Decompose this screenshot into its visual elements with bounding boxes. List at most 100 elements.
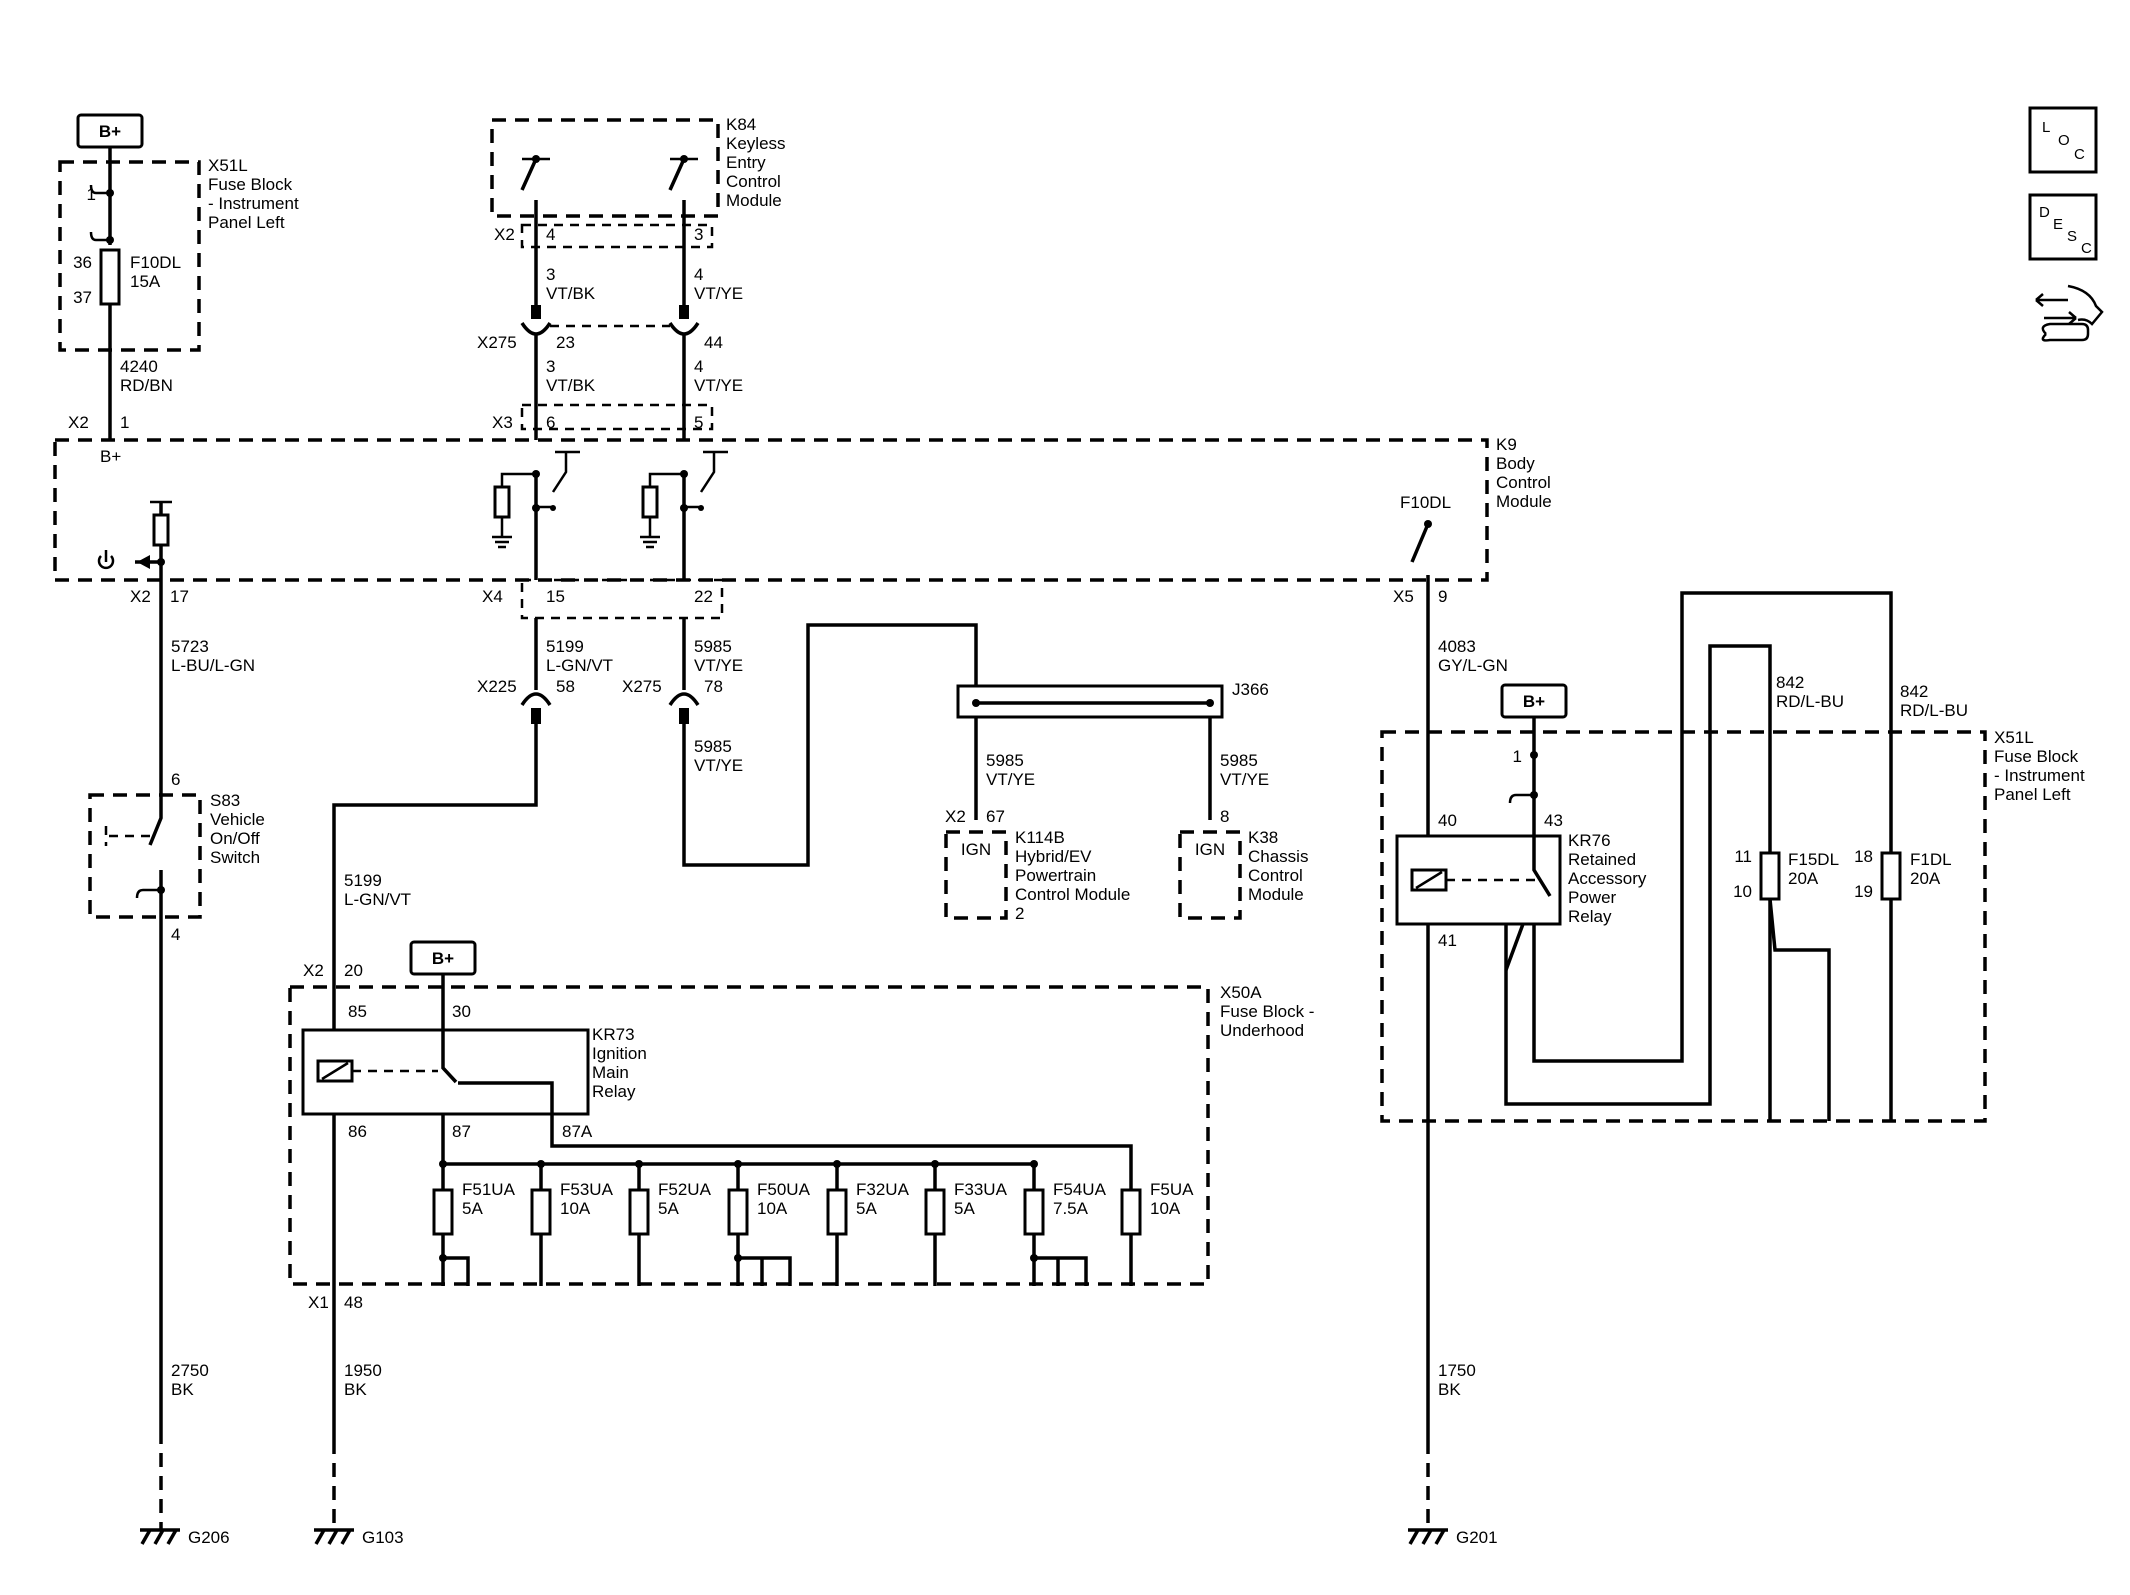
- loc-letter: C: [2074, 146, 2085, 163]
- component-desc: Fuse Block -: [1220, 1002, 1314, 1021]
- x50a-underhood-fuse-block: X2 20 B+ X50A Fuse Block - Underhood 85 …: [288, 940, 1314, 1530]
- splice-id: J366: [1232, 680, 1269, 699]
- pin-8: 8: [1220, 807, 1229, 826]
- wire-color: RD/BN: [120, 376, 173, 395]
- wire-color: RD/L-BU: [1900, 701, 1968, 720]
- x51l-right-fuse-block: 4083 GY/L-GN B+ X51L Fuse Block - Instru…: [1380, 591, 2085, 1530]
- description-button[interactable]: D E S C: [2028, 193, 2098, 261]
- fuse-rating: 7.5A: [1053, 1199, 1089, 1218]
- component-desc: Vehicle: [210, 810, 265, 829]
- pin-40: 40: [1438, 811, 1457, 830]
- ground-g103: G103: [314, 1528, 404, 1547]
- component-desc: Keyless: [726, 134, 786, 153]
- component-desc: Control Module: [1015, 885, 1130, 904]
- wire-circuit: 5985: [1220, 751, 1258, 770]
- loc-letter: L: [2042, 119, 2050, 136]
- wire-color: VT/YE: [1220, 770, 1269, 789]
- fuse-rating: 5A: [856, 1199, 877, 1218]
- wire-color: GY/L-GN: [1438, 656, 1508, 675]
- fuse-f50ua: F50UA 10A: [727, 1160, 811, 1286]
- component-desc: - Instrument: [208, 194, 299, 213]
- pin-11: 11: [1734, 847, 1752, 866]
- wire-color: L-GN/VT: [546, 656, 613, 675]
- component-desc: Main: [592, 1063, 629, 1082]
- component-id: KR76: [1568, 831, 1611, 850]
- component-desc: Retained: [1568, 850, 1636, 869]
- component-desc: Relay: [592, 1082, 636, 1101]
- connector-x3: X3: [492, 413, 513, 432]
- component-desc: 2: [1015, 904, 1024, 923]
- component-desc: Fuse Block: [208, 175, 293, 194]
- ground-g206: G206: [140, 1528, 230, 1547]
- component-id: K114B: [1015, 828, 1065, 847]
- pin-15: 15: [546, 587, 565, 606]
- ign-label: IGN: [1195, 840, 1225, 859]
- pin-48: 48: [344, 1293, 363, 1312]
- pin-1: 1: [1513, 747, 1522, 766]
- pin-78: 78: [704, 677, 723, 696]
- component-desc: Control: [726, 172, 781, 191]
- pin-58: 58: [556, 677, 575, 696]
- pin-17: 17: [170, 587, 189, 606]
- component-desc: - Instrument: [1994, 766, 2085, 785]
- wire-color: VT/YE: [694, 284, 743, 303]
- component-id: S83: [210, 791, 240, 810]
- fuse-f53ua: F53UA 10A: [530, 1160, 614, 1286]
- component-desc: Powertrain: [1015, 866, 1096, 885]
- pin-67: 67: [986, 807, 1005, 826]
- component-desc: Power: [1568, 888, 1617, 907]
- component-desc: Fuse Block: [1994, 747, 2079, 766]
- fuse-name: F52UA: [658, 1180, 712, 1199]
- component-id: X51L: [1994, 728, 2034, 747]
- pin-41: 41: [1438, 931, 1457, 950]
- component-desc: Underhood: [1220, 1021, 1304, 1040]
- wire-circuit: 5723: [171, 637, 209, 656]
- wire-circuit: 842: [1900, 682, 1928, 701]
- component-desc: Panel Left: [208, 213, 285, 232]
- battery-positive-terminal: [1500, 683, 1568, 719]
- fuse-name: F32UA: [856, 1180, 910, 1199]
- component-id: K84: [726, 115, 756, 134]
- pin-6: 6: [546, 413, 555, 432]
- component-desc: Switch: [210, 848, 260, 867]
- component-desc: Ignition: [592, 1044, 647, 1063]
- ground-label: G103: [362, 1528, 404, 1547]
- wire-circuit: 3: [546, 265, 555, 284]
- wire-color: VT/YE: [694, 376, 743, 395]
- fuse-f52ua: F52UA 5A: [628, 1160, 712, 1286]
- fuse-f32ua: F32UA 5A: [826, 1160, 910, 1286]
- location-button[interactable]: L O C: [2028, 106, 2098, 174]
- pin-20: 20: [344, 961, 363, 980]
- pin-10: 10: [1733, 882, 1752, 901]
- k38-chassis-control-module: 8 IGN K38 Chassis Control Module: [1178, 807, 1308, 920]
- component-desc: Module: [1496, 492, 1552, 511]
- wire-circuit: 5199: [344, 871, 382, 890]
- connector-x4: X4: [482, 587, 503, 606]
- wire-color: L-BU/L-GN: [171, 656, 255, 675]
- connector-x5: X5: [1393, 587, 1414, 606]
- fuse-rating: 15A: [130, 272, 161, 291]
- pin-4: 4: [546, 225, 555, 244]
- fuse-rating: 10A: [1150, 1199, 1181, 1218]
- desc-letter: E: [2053, 216, 2063, 233]
- connector-x2: X2: [68, 413, 89, 432]
- fuse-name: F54UA: [1053, 1180, 1107, 1199]
- fuse-name: F51UA: [462, 1180, 516, 1199]
- fuse-rating: 10A: [757, 1199, 788, 1218]
- pin-87: 87: [452, 1122, 471, 1141]
- fuse-rating: 5A: [658, 1199, 679, 1218]
- wire-color: VT/BK: [546, 284, 596, 303]
- pin-23: 23: [556, 333, 575, 352]
- battery-label: B+: [1523, 692, 1545, 711]
- bplus-pin-label: B+: [100, 447, 121, 466]
- connector-wrench-icon[interactable]: [2035, 284, 2104, 342]
- component-desc: Module: [1248, 885, 1304, 904]
- ignition-signal-wiring: 5199 L-GN/VT 5985 VT/YE X225 58 X275 78 …: [332, 618, 978, 1440]
- fuse-f15dl-20a: [1759, 851, 1781, 901]
- desc-letter: D: [2039, 204, 2050, 221]
- pin-87a: 87A: [562, 1122, 593, 1141]
- wire-circuit: 1750: [1438, 1361, 1476, 1380]
- pin-19: 19: [1854, 882, 1873, 901]
- wire-circuit: 5985: [694, 737, 732, 756]
- power-icon: [97, 550, 115, 570]
